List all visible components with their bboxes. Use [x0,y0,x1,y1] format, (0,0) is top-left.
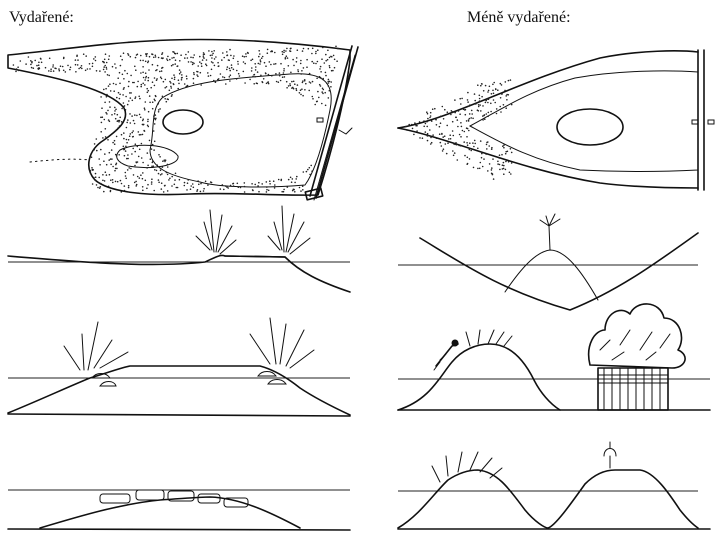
section-deep-basin-poor [398,214,698,310]
dam-structure-good [305,46,358,200]
plan-view-poor [398,50,714,190]
fenced-planted-island [589,304,685,410]
shrubs-flat-island [64,318,314,370]
small-tree-icon [604,442,616,468]
shrub-cluster-left [196,206,310,254]
figure-icon [434,340,458,370]
dam-structure-poor [692,50,714,190]
shrub-mound [432,452,502,482]
section-low-island-good [8,490,350,530]
section-flat-island-good [8,318,350,416]
section-flat-shore-good [8,206,350,292]
palm-icon [540,214,560,250]
shore-stones [92,372,286,387]
section-twin-mounds-poor [398,442,710,529]
section-steep-islands-poor [398,304,710,410]
shallow-zone-stipple [13,46,339,193]
plan-view-good [8,39,358,200]
